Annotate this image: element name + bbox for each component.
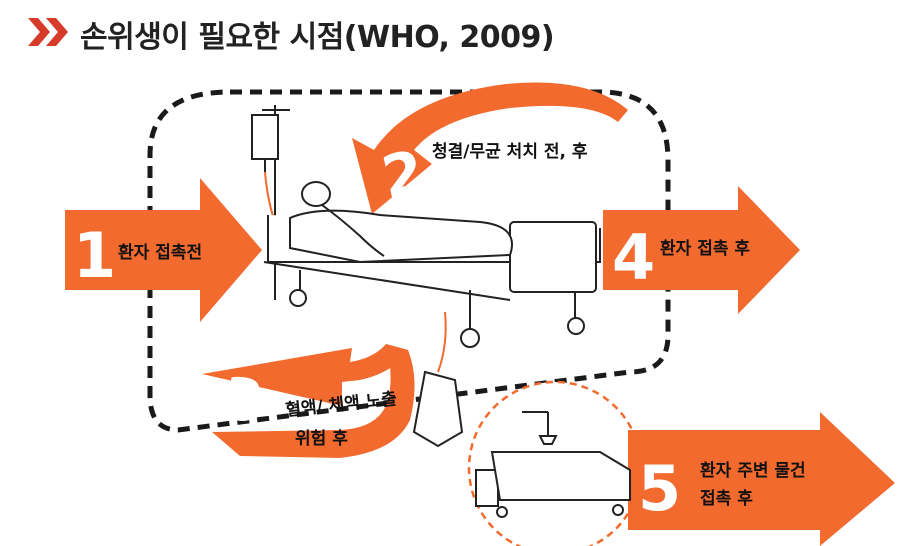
moment-4-number: 4: [612, 221, 655, 294]
moment-1-number: 1: [73, 219, 116, 292]
moment-3-number: 3: [218, 364, 267, 437]
page-title: 손위생이 필요한 시점(WHO, 2009): [80, 20, 555, 55]
moment-1-label: 환자 접촉전: [118, 243, 203, 263]
patient-blanket: [289, 209, 513, 264]
double-chevron-right-icon: [28, 18, 68, 46]
moment-1-arrow: [65, 178, 262, 322]
moment-3-arrow: [202, 344, 408, 406]
iv-pole: [251, 105, 290, 300]
moment-5-arrow: [628, 412, 895, 546]
patient-head: [301, 181, 331, 207]
moment-2-arrow: [352, 82, 628, 214]
bedside-environment: [475, 411, 631, 518]
moment-3-label-line2: 위험 후: [295, 429, 348, 449]
patient-zone-boundary: [147, 89, 671, 433]
moment-2-label: 청결/무균 처치 전, 후: [432, 142, 588, 162]
moment-5-label-line2: 접촉 후: [700, 489, 753, 509]
drainage-bag: [412, 370, 464, 448]
moment-5-label-line1: 환자 주변 물건: [700, 461, 806, 481]
moment-4-arrow: [603, 186, 800, 314]
moment-5-number: 5: [638, 452, 681, 525]
moment-4-label: 환자 접촉 후: [660, 239, 751, 259]
